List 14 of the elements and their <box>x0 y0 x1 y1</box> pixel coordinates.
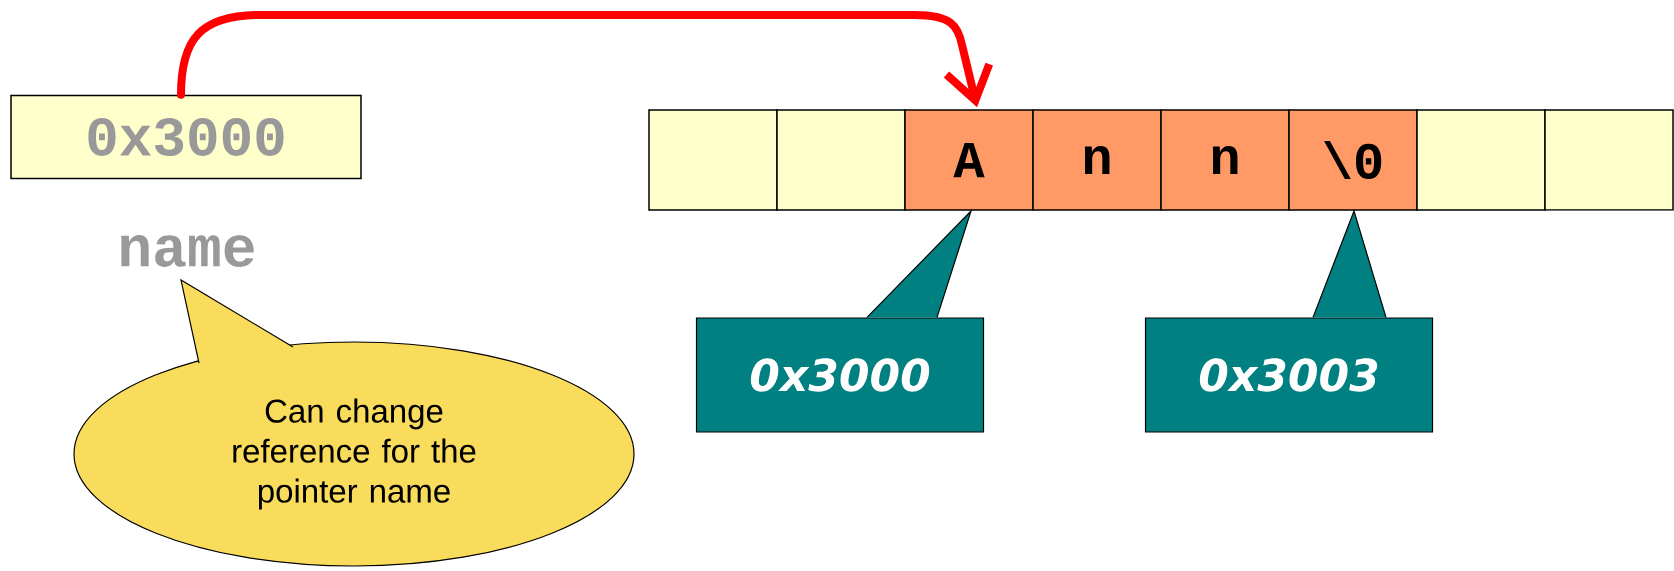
memory-cell <box>648 109 778 211</box>
pointer-box: 0x3000 <box>10 94 362 180</box>
address-callout: 0x3003 <box>1144 209 1434 433</box>
address-callout: 0x3000 <box>695 208 985 433</box>
memory-cell: A <box>904 109 1034 211</box>
memory-cell <box>1544 109 1674 211</box>
pointer-arrow <box>177 11 993 108</box>
memory-cell: n <box>1160 109 1290 211</box>
memory-cell: \0 <box>1288 109 1418 211</box>
memory-cell <box>776 109 906 211</box>
speech-bubble: Can change reference for the pointer name <box>73 278 635 567</box>
variable-name: name <box>121 235 254 267</box>
memory-cell: n <box>1032 109 1162 211</box>
memory-cell <box>1416 109 1546 211</box>
